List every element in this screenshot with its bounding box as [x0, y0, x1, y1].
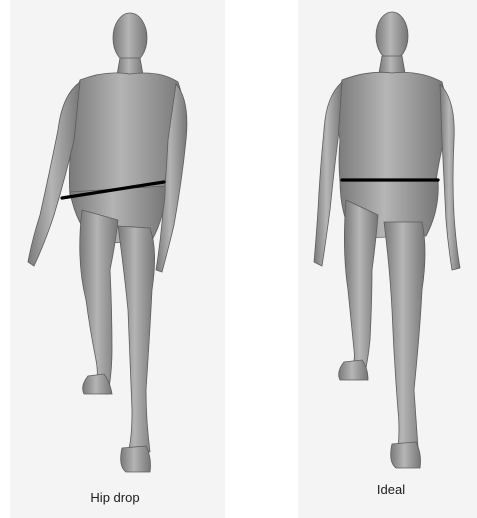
- left-arm: [440, 84, 460, 270]
- standing-leg: [384, 222, 425, 448]
- head: [113, 13, 147, 63]
- ideal-panel: Ideal: [238, 0, 477, 518]
- neck: [117, 58, 143, 75]
- back-foot: [339, 360, 368, 380]
- back-leg: [80, 210, 118, 394]
- ideal-figure: [238, 0, 477, 518]
- neck: [379, 56, 405, 73]
- hip-drop-figure: [0, 0, 238, 518]
- torso: [337, 72, 446, 182]
- standing-foot: [391, 442, 421, 468]
- head: [376, 12, 408, 60]
- ideal-caption: Ideal: [346, 482, 436, 497]
- right-arm: [314, 82, 342, 266]
- hip-drop-panel: Hip drop: [0, 0, 238, 518]
- standing-foot: [121, 446, 151, 472]
- standing-leg: [118, 226, 155, 452]
- back-leg: [344, 200, 378, 378]
- hip-drop-caption: Hip drop: [60, 490, 170, 505]
